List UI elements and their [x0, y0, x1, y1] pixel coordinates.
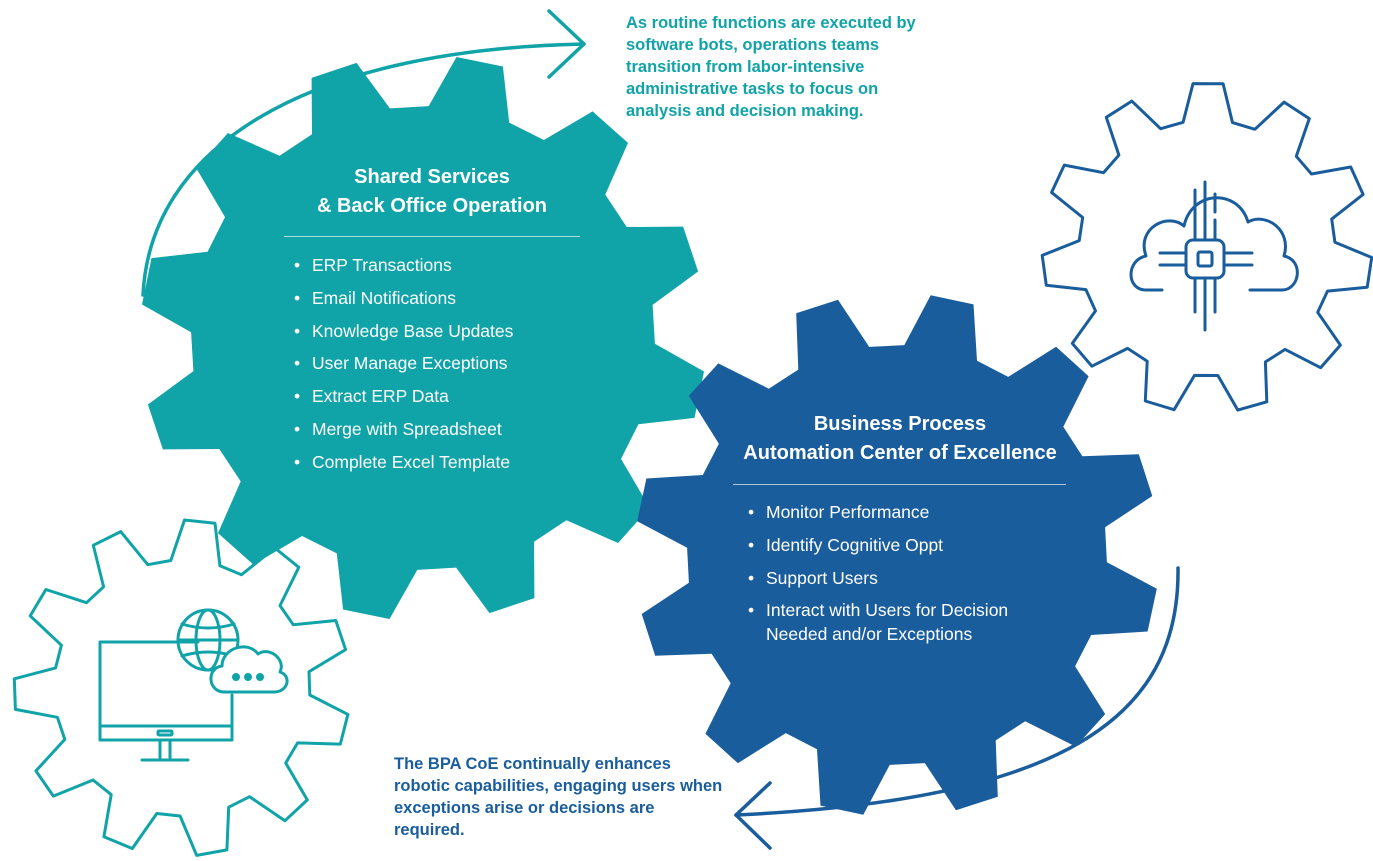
cloud-chip-gear-outline: [1040, 82, 1373, 412]
list-item: Support Users: [748, 562, 1064, 595]
shared-services-list: ERP Transactions Email Notifications Kno…: [294, 249, 513, 479]
curved-arrow-right-icon: [141, 42, 586, 297]
list-item: Knowledge Base Updates: [294, 315, 513, 348]
list-item: Interact with Users for Decision Needed …: [748, 598, 1064, 646]
bpa-coe-title-line1: Business Process: [813, 413, 987, 435]
arrowhead-right-icon: [547, 9, 586, 79]
list-item: ERP Transactions: [294, 249, 513, 282]
bpa-coe-list: Monitor Performance Identify Cognitive O…: [748, 496, 1064, 646]
list-item: Complete Excel Template: [294, 446, 513, 479]
monitor-globe-cloud-icon: [98, 608, 289, 762]
shared-services-divider: [284, 236, 580, 237]
list-item: Extract ERP Data: [294, 380, 513, 413]
list-item: Identify Cognitive Oppt: [748, 529, 1064, 562]
cloud-chip-icon: [1129, 180, 1299, 332]
bpa-coe-title: Business Process Automation Center of Ex…: [730, 410, 1070, 468]
automation-benefit-note: As routine functions are executed by sof…: [626, 14, 916, 120]
bpa-coe-title-line2: Automation Center of Excellence: [743, 442, 1057, 464]
bpa-coe-divider: [733, 484, 1066, 485]
arrowhead-left-icon: [734, 781, 772, 850]
shared-services-title-line2: & Back Office Operation: [316, 195, 548, 217]
shared-services-title-line1: Shared Services: [354, 166, 510, 188]
coe-capabilities-note: The BPA CoE continually enhances robotic…: [394, 755, 723, 839]
shared-services-title: Shared Services & Back Office Operation: [276, 163, 588, 221]
list-item: Email Notifications: [294, 282, 513, 315]
list-item: Merge with Spreadsheet: [294, 413, 513, 446]
list-item: Monitor Performance: [748, 496, 1064, 529]
monitor-globe-gear-outline: [12, 518, 350, 857]
list-item: User Manage Exceptions: [294, 347, 513, 380]
